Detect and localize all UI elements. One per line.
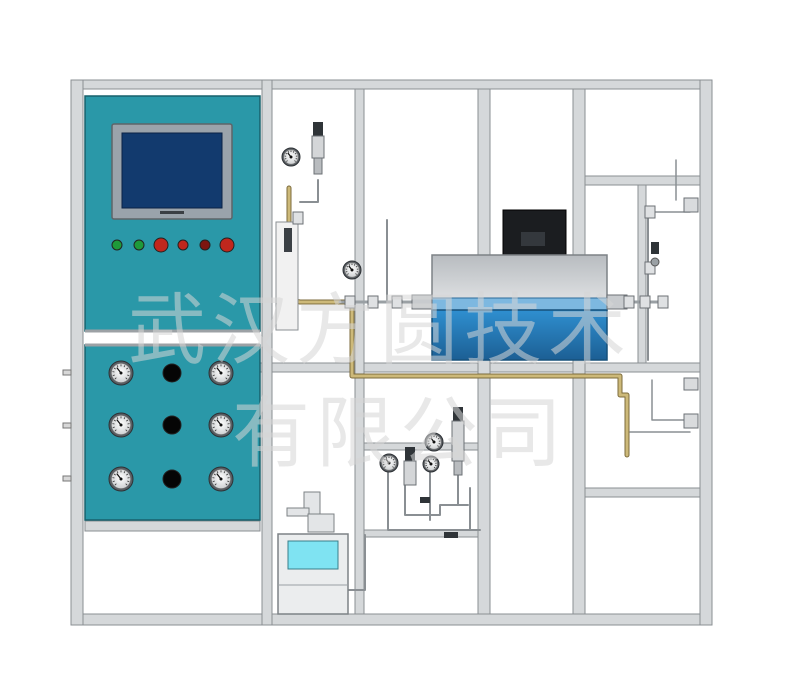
tube-fitting <box>639 295 651 309</box>
feedthrough-port <box>162 363 182 383</box>
pressure-gauge <box>208 360 234 386</box>
frame-beam <box>70 613 713 626</box>
pressure-gauge <box>208 466 234 492</box>
tube-fitting <box>292 211 304 225</box>
pressure-gauge <box>379 453 399 473</box>
tube-furnace <box>411 209 628 361</box>
indicator-lamp <box>133 239 145 251</box>
tube-fitting <box>623 295 635 309</box>
tube-fitting <box>644 205 656 219</box>
frame-post <box>699 79 713 626</box>
process-gauges <box>281 147 444 473</box>
control-cabinet <box>62 95 261 521</box>
pressure-gauge <box>424 432 444 452</box>
side-connectors <box>62 369 72 482</box>
watermark-line-1: 武汉方圆技术 <box>128 286 632 376</box>
pump-display <box>287 540 339 570</box>
frame-post <box>70 79 84 626</box>
watermark-line-2: 有限公司 <box>232 389 568 479</box>
lower-instruments <box>403 407 465 538</box>
frame-post <box>354 88 365 615</box>
furnace-heating-body <box>431 309 608 361</box>
pressure-gauge <box>281 147 301 167</box>
tube-fitting <box>367 295 379 309</box>
valve-body <box>284 228 292 252</box>
pressure-transmitter <box>311 122 325 175</box>
frame-beam <box>576 487 706 498</box>
indicator-lamp <box>111 239 123 251</box>
pressure-gauge <box>342 260 362 280</box>
watermark: 武汉方圆技术 有限公司 <box>128 286 632 479</box>
pressure-gauge <box>208 412 234 438</box>
touch-screen <box>111 123 233 220</box>
feedthrough-port <box>162 415 182 435</box>
gauge-panel <box>108 360 234 492</box>
frame-beam <box>70 79 713 90</box>
indicator-lamp <box>177 239 189 251</box>
indicator-lamp <box>153 237 169 253</box>
frame-beam <box>359 529 486 538</box>
right-valves <box>650 197 699 429</box>
indicator-lamp <box>199 239 211 251</box>
tube-flange-left <box>411 294 433 310</box>
feedthrough-port <box>162 469 182 489</box>
pressure-gauge <box>422 455 440 473</box>
upper-instruments <box>275 122 325 331</box>
pressure-transmitter <box>451 407 465 476</box>
tube-fitting <box>344 295 356 309</box>
frame-beam <box>84 520 261 532</box>
frame-post <box>261 79 273 626</box>
pressure-gauge <box>108 466 134 492</box>
pressure-gauge <box>108 412 134 438</box>
tube-fitting <box>391 295 403 309</box>
indicator-lamp <box>219 237 235 253</box>
pressure-transmitter <box>403 447 417 486</box>
pump-unit <box>277 491 349 615</box>
furnace-top-cover <box>431 254 608 303</box>
tube-fitting <box>657 295 669 309</box>
mounting-plate <box>275 221 299 331</box>
indicator-lamps <box>111 237 235 253</box>
pressure-gauge <box>108 360 134 386</box>
tube-fittings <box>292 205 669 309</box>
frame-beam <box>576 175 706 186</box>
tube-fitting <box>644 261 656 275</box>
